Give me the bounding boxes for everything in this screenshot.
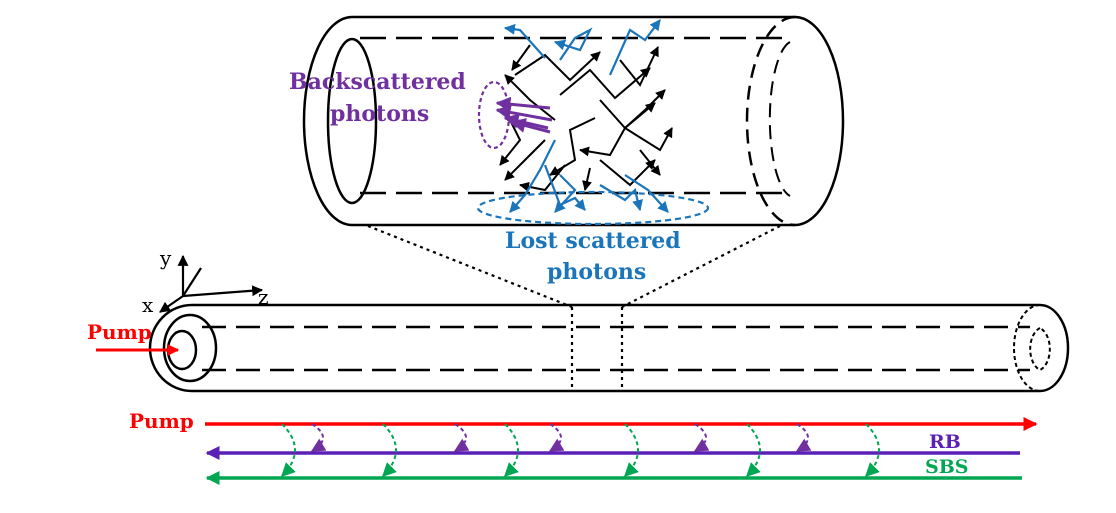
lost-scattered-photons-label-line1: Lost scattered <box>505 228 681 254</box>
backscattered-photons-marker <box>477 80 511 150</box>
coordinate-axes <box>159 254 264 313</box>
fiber-cladding-outline <box>148 303 1070 393</box>
fiber-output-face <box>1013 304 1041 392</box>
sbs-label: SBS <box>925 456 969 478</box>
y-axis-label: y <box>160 246 172 270</box>
lost-scattered-photon-paths <box>503 19 669 213</box>
z-axis-label: z <box>258 285 269 309</box>
magnified-fiber-left-face <box>326 37 378 205</box>
x-axis-slant <box>182 267 202 297</box>
x-axis-label: x <box>142 293 154 317</box>
optical-fiber <box>148 303 1070 393</box>
rb-label: RB <box>929 431 961 453</box>
lost-scattered-photons-label-line2: photons <box>547 259 647 285</box>
backscattered-photons-label-line2: photons <box>330 101 430 127</box>
magnified-fiber-right-back-edge <box>745 15 796 227</box>
magnified-fiber-section <box>302 15 845 227</box>
magnified-core-back-edge <box>768 41 791 197</box>
sbs-scattering-hooks <box>281 423 880 477</box>
lost-photons-marker <box>476 190 710 226</box>
x-axis-arrow <box>159 295 184 313</box>
backscattered-photons-label-line1: Backscattered <box>289 69 466 95</box>
zoom-guide-lines <box>367 224 781 392</box>
fiber-output-core <box>1029 327 1051 372</box>
z-axis-arrow <box>182 285 264 298</box>
rb-scattering-hooks <box>310 423 812 452</box>
pump-arrow-label: Pump <box>129 409 194 433</box>
fiber-input-face <box>162 313 218 383</box>
rayleigh-scattering-paths <box>499 44 673 192</box>
pump-input-label: Pump <box>87 320 152 344</box>
backscattered-photon-arrows <box>495 96 553 134</box>
